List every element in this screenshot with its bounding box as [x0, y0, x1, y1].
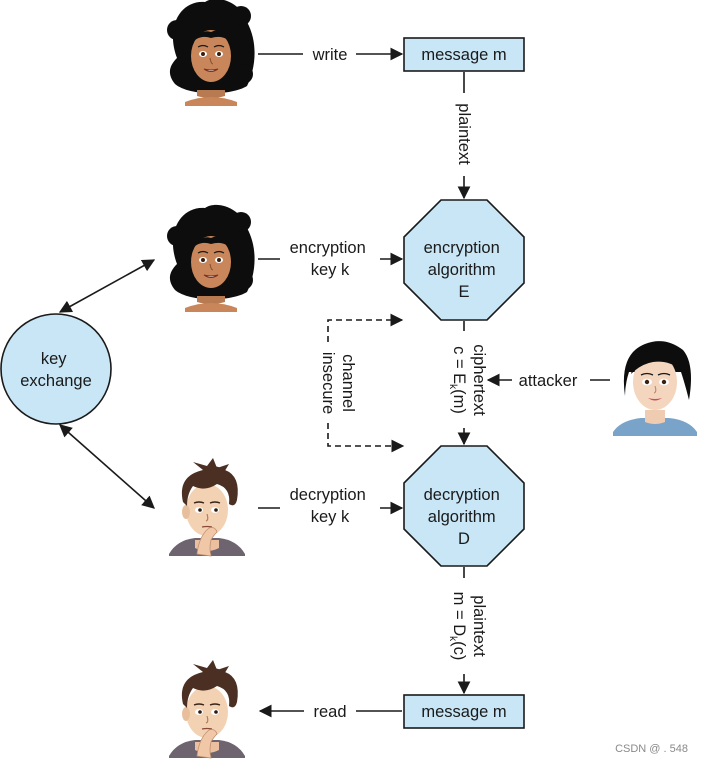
plaintext-label-bottom: plaintext — [470, 595, 488, 657]
message-box-top: message m — [403, 37, 525, 72]
dec-key-label: decryption key k — [290, 486, 371, 526]
key-exchange-node: key exchange — [0, 313, 112, 425]
decryption-algorithm-node: decryption algorithm D — [403, 445, 525, 567]
key-exchange-line1: key — [41, 350, 67, 368]
sender-avatar-icon-2 — [166, 204, 256, 313]
svg-text:key exchange: key exchange — [20, 350, 92, 390]
ciphertext-label: ciphertext — [470, 344, 488, 416]
receiver-avatar-icon-2 — [168, 659, 246, 759]
insecure-channel-top — [327, 313, 404, 343]
encryption-algorithm-line1: encryption — [424, 239, 500, 257]
svg-text:decryption algorithm: decryption algorithm D — [424, 486, 505, 548]
insecure-channel-line1: insecure — [319, 352, 337, 414]
ciphertext-expr: c = Ek(m) — [447, 346, 468, 414]
decryption-algorithm-line2: algorithm — [428, 508, 496, 526]
write-label: write — [312, 46, 348, 64]
encryption-algorithm-line3: E — [458, 283, 469, 301]
message-label-top: message m — [421, 46, 506, 64]
svg-text:encryption algorithm: encryption algorithm E — [424, 239, 505, 301]
sender-avatar-icon — [166, 0, 256, 107]
attacker-label: attacker — [519, 372, 578, 390]
message-box-bottom: message m — [403, 694, 525, 729]
key-exchange-arrow-receiver — [59, 424, 155, 509]
insecure-channel-line2: channel — [339, 354, 357, 412]
encryption-algorithm-line2: algorithm — [428, 261, 496, 279]
decryption-algorithm-line1: decryption — [424, 486, 500, 504]
message-label-bottom: message m — [421, 703, 506, 721]
decryption-algorithm-line3: D — [458, 530, 470, 548]
insecure-channel-bottom — [327, 423, 405, 453]
encryption-algorithm-node: encryption algorithm E — [403, 199, 525, 321]
enc-key-label: encryption key k — [290, 239, 371, 279]
key-exchange-line2: exchange — [20, 372, 92, 390]
read-label: read — [313, 703, 346, 721]
key-exchange-arrow-sender — [58, 259, 156, 313]
plaintext-label-top: plaintext — [455, 103, 473, 165]
plaintext-expr-bottom: m = Dk(c) — [447, 592, 468, 661]
attacker-avatar-icon — [612, 340, 698, 437]
receiver-avatar-icon — [168, 457, 246, 557]
watermark: CSDN @ . 548 — [615, 743, 688, 755]
